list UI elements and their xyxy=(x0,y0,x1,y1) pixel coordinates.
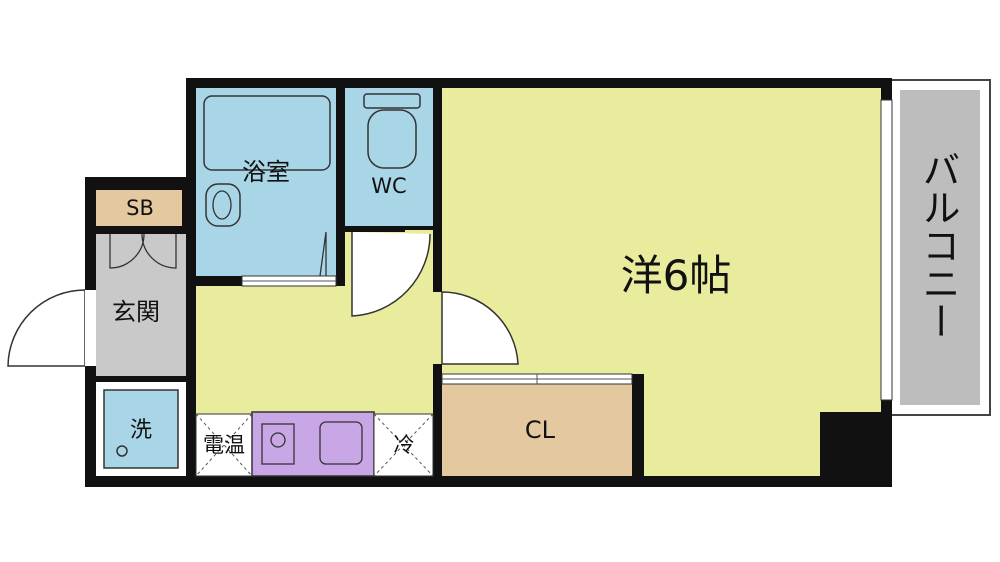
wall-room-divider-bottom xyxy=(433,364,442,476)
bath-door-swing xyxy=(319,231,327,277)
wall-wc-bottom xyxy=(345,226,405,232)
entrance-floor xyxy=(96,234,186,376)
sb-door-swing xyxy=(109,233,177,269)
western-room-label: 洋6帖 xyxy=(621,251,732,300)
wc-door-swing xyxy=(351,232,431,317)
wall-wc-right xyxy=(433,88,442,234)
washer-label: 洗 xyxy=(130,418,152,443)
bath-sink xyxy=(205,183,241,227)
balcony-area xyxy=(900,90,980,405)
pipe-shaft xyxy=(820,412,892,487)
entrance-label: 玄関 xyxy=(112,298,160,326)
room-door-swing xyxy=(441,291,519,365)
fridge-cross-b xyxy=(373,413,434,477)
balcony-label: バルコニー xyxy=(916,150,960,340)
sb-label: SB xyxy=(126,196,154,220)
wc-label: WC xyxy=(371,174,406,198)
fridge-label: 冷 xyxy=(394,433,415,457)
western-room-floor xyxy=(196,88,881,476)
toilet-tank-icon xyxy=(363,93,421,109)
wall-bath-bottom xyxy=(196,276,242,286)
washer-drain-icon xyxy=(116,445,128,457)
water-heater-label: 電温 xyxy=(203,433,245,457)
closet-wall-right xyxy=(632,374,644,476)
closet-label: CL xyxy=(525,416,556,444)
closet-floor xyxy=(442,384,632,476)
wall-entrance-left xyxy=(186,177,196,234)
bath-label: 浴室 xyxy=(242,158,290,186)
wall-sb-bottom xyxy=(96,226,186,234)
water-heater-cross-a xyxy=(195,413,253,477)
wall-hall-right-of-entrance xyxy=(186,290,196,376)
balcony-window xyxy=(880,99,893,401)
stove-burner-icon xyxy=(270,432,286,448)
wall-washer-right xyxy=(186,376,196,476)
bathtub xyxy=(203,95,331,171)
wall-room-divider-top xyxy=(433,234,442,292)
sb-floor xyxy=(96,190,182,226)
entrance-door-swing xyxy=(7,289,86,367)
entrance-door-gap xyxy=(85,290,96,366)
water-heater-cross-b xyxy=(195,413,253,477)
sink-icon xyxy=(319,421,363,465)
wall-washer-top xyxy=(96,376,196,382)
toilet-lid-icon xyxy=(367,109,417,169)
wall-bath-right xyxy=(336,88,345,286)
stove-icon xyxy=(261,423,295,465)
bath-sink-basin xyxy=(212,190,232,220)
washer-pan xyxy=(103,389,179,469)
